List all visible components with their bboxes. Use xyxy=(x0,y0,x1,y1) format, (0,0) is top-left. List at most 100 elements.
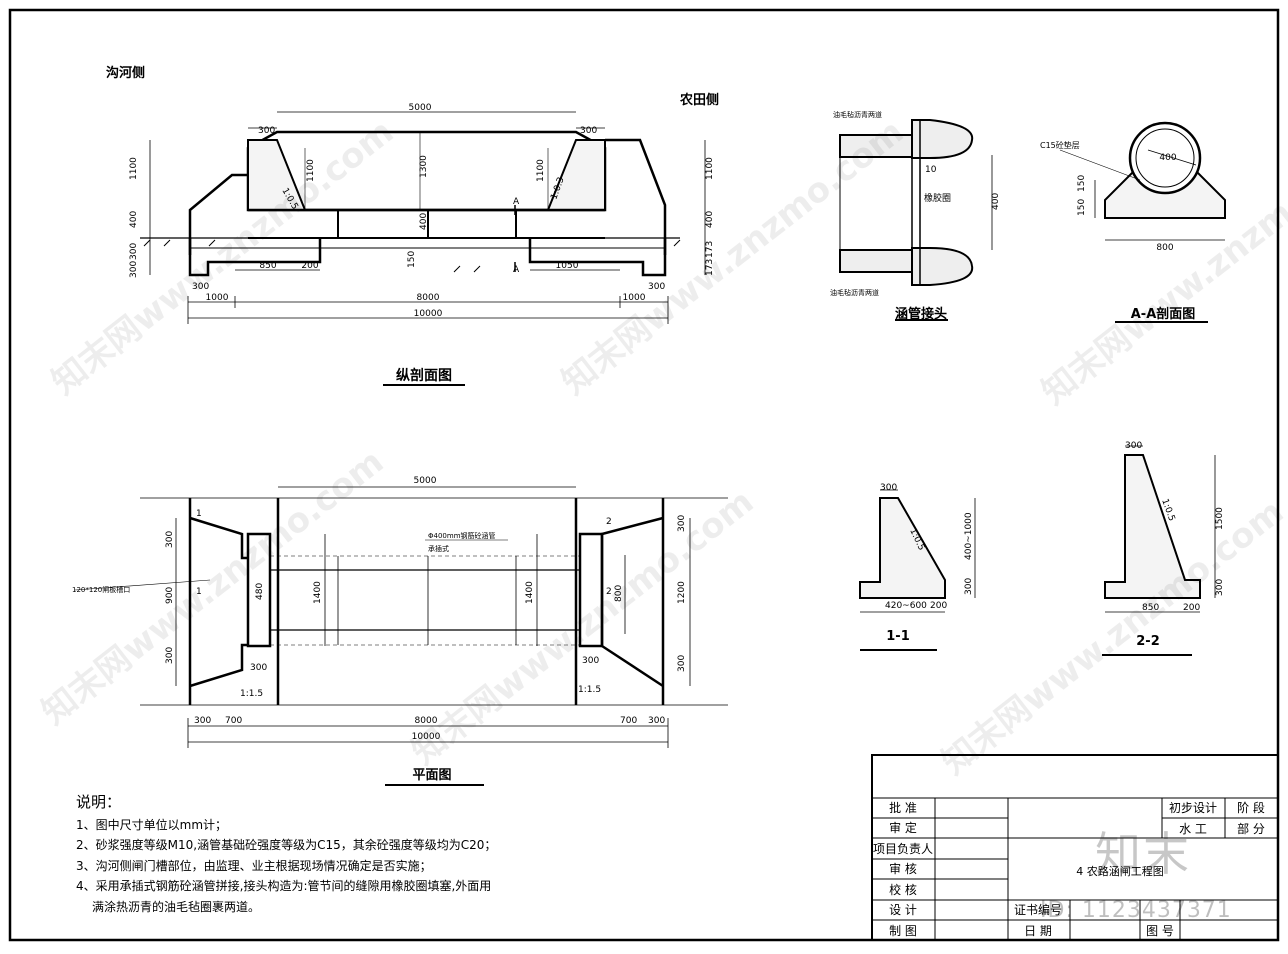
svg-text:400: 400 xyxy=(705,211,715,228)
svg-text:300: 300 xyxy=(194,716,211,726)
svg-text:证书编号: 证书编号 xyxy=(1014,902,1062,917)
svg-text:200: 200 xyxy=(1183,603,1200,613)
svg-text:300: 300 xyxy=(582,656,599,666)
svg-text:200: 200 xyxy=(301,261,318,271)
svg-text:1100: 1100 xyxy=(129,157,139,180)
svg-text:1000: 1000 xyxy=(206,293,229,303)
svg-text:400: 400 xyxy=(1159,153,1176,163)
svg-text:初步设计: 初步设计 xyxy=(1169,801,1217,815)
svg-text:400~1000: 400~1000 xyxy=(964,512,974,560)
svg-text:173: 173 xyxy=(705,259,715,276)
svg-text:120*120闸板槽口: 120*120闸板槽口 xyxy=(72,585,130,594)
svg-text:阶 段: 阶 段 xyxy=(1237,800,1265,815)
note-item: 2、砂浆强度等级M10,涵管基础砼强度等级为C15，其余砼强度等级均为C20； xyxy=(76,838,497,852)
svg-text:300: 300 xyxy=(677,655,687,672)
svg-text:300: 300 xyxy=(964,578,974,595)
svg-text:200: 200 xyxy=(930,601,947,611)
svg-text:300: 300 xyxy=(258,126,275,136)
svg-text:300: 300 xyxy=(880,483,897,493)
note-item: 1、图中尺寸单位以mm计； xyxy=(76,817,228,832)
design-notes: 说明： 1、图中尺寸单位以mm计； 2、砂浆强度等级M10,涵管基础砼强度等级为… xyxy=(76,792,636,917)
ditch-side-label: 沟河侧 xyxy=(106,65,145,81)
svg-text:1400: 1400 xyxy=(313,581,323,604)
svg-text:1400: 1400 xyxy=(525,581,535,604)
svg-text:10000: 10000 xyxy=(412,732,441,742)
svg-text:1100: 1100 xyxy=(306,159,316,182)
svg-text:850: 850 xyxy=(259,261,276,271)
plan-title: 平面图 xyxy=(412,768,451,783)
svg-text:审 定: 审 定 xyxy=(889,820,917,835)
svg-text:800: 800 xyxy=(1156,243,1173,253)
field-side-label: 农田侧 xyxy=(679,92,719,108)
svg-text:1: 1 xyxy=(196,587,202,597)
svg-text:400: 400 xyxy=(991,193,1001,210)
section-1-1 xyxy=(859,489,976,651)
svg-text:Φ400mm钢筋砼涵管: Φ400mm钢筋砼涵管 xyxy=(428,531,496,540)
svg-text:800: 800 xyxy=(614,585,624,602)
svg-text:1000: 1000 xyxy=(623,293,646,303)
svg-text:部 分: 部 分 xyxy=(1237,821,1265,836)
title-block-text: 批 准 审 定 项目负责人 审 核 校 核 设 计 制 图 初步设计 阶 段 水… xyxy=(873,800,1265,938)
drawing-frame xyxy=(8,8,1280,942)
section-title: 纵剖面图 xyxy=(396,367,452,384)
svg-text:1:1.5: 1:1.5 xyxy=(578,685,601,695)
svg-text:1200: 1200 xyxy=(677,581,687,604)
svg-text:300: 300 xyxy=(1215,579,1225,596)
svg-text:设 计: 设 计 xyxy=(889,903,917,917)
svg-text:水 工: 水 工 xyxy=(1179,822,1207,836)
note-item-continued: 满涂热沥青的油毛毡圈裹两道。 xyxy=(92,899,261,914)
svg-text:图 号: 图 号 xyxy=(1146,924,1174,938)
svg-text:橡胶圈: 橡胶圈 xyxy=(924,192,951,204)
svg-text:C15砼垫层: C15砼垫层 xyxy=(1040,140,1080,150)
svg-text:480: 480 xyxy=(255,583,265,600)
section-2-2 xyxy=(1102,445,1216,656)
svg-text:4 农路涵闸工程图: 4 农路涵闸工程图 xyxy=(1076,864,1164,878)
svg-text:300: 300 xyxy=(192,282,209,292)
watermark-id: ID: 1123437371 xyxy=(1040,898,1232,923)
svg-text:审 核: 审 核 xyxy=(889,861,917,876)
svg-text:150: 150 xyxy=(407,251,417,268)
svg-text:油毛毡沥青两道: 油毛毡沥青两道 xyxy=(830,288,879,297)
svg-text:1: 1 xyxy=(196,509,202,519)
svg-text:150: 150 xyxy=(1077,175,1087,192)
svg-text:10000: 10000 xyxy=(414,309,443,319)
svg-text:校 核: 校 核 xyxy=(889,882,917,897)
svg-text:A: A xyxy=(513,265,520,275)
svg-text:5000: 5000 xyxy=(414,476,437,486)
svg-text:10: 10 xyxy=(925,165,937,175)
plan-view-text: 5000 Φ400mm钢筋砼涵管 承插式 120*120闸板槽口 1 1 2 2… xyxy=(72,476,687,783)
svg-text:900: 900 xyxy=(165,587,175,604)
svg-text:2: 2 xyxy=(606,517,612,527)
longitudinal-section xyxy=(140,111,706,386)
svg-text:700: 700 xyxy=(225,716,242,726)
svg-text:批 准: 批 准 xyxy=(889,800,917,815)
svg-text:150: 150 xyxy=(1077,199,1087,216)
svg-text:A: A xyxy=(513,197,520,207)
svg-text:400: 400 xyxy=(129,211,139,228)
svg-text:300: 300 xyxy=(648,716,665,726)
title-block xyxy=(871,754,1279,941)
svg-text:8000: 8000 xyxy=(417,293,440,303)
svg-text:制 图: 制 图 xyxy=(889,924,917,938)
svg-text:300: 300 xyxy=(129,261,139,278)
svg-text:300: 300 xyxy=(648,282,665,292)
svg-text:300: 300 xyxy=(250,663,267,673)
aa-section xyxy=(1059,121,1226,323)
svg-text:项目负责人: 项目负责人 xyxy=(873,842,933,856)
aa-title: A-A剖面图 xyxy=(1131,306,1196,322)
svg-text:承插式: 承插式 xyxy=(428,544,449,553)
svg-text:2: 2 xyxy=(606,587,612,597)
aa-section-text: C15砼垫层 400 150 150 800 A-A剖面图 xyxy=(1040,140,1195,322)
svg-text:300: 300 xyxy=(1125,441,1142,451)
svg-text:850: 850 xyxy=(1142,603,1159,613)
svg-text:油毛毡沥青两道: 油毛毡沥青两道 xyxy=(833,110,882,119)
svg-text:5000: 5000 xyxy=(409,103,432,113)
svg-text:日 期: 日 期 xyxy=(1024,924,1052,938)
svg-text:420~600: 420~600 xyxy=(885,601,927,611)
section-2-2-title: 2-2 xyxy=(1136,634,1160,649)
svg-text:1:1.5: 1:1.5 xyxy=(240,689,263,699)
svg-text:300: 300 xyxy=(165,647,175,664)
note-item: 3、沟河侧闸门槽部位，由监理、业主根据现场情况确定是否实施； xyxy=(76,858,432,873)
svg-text:400: 400 xyxy=(419,213,429,230)
